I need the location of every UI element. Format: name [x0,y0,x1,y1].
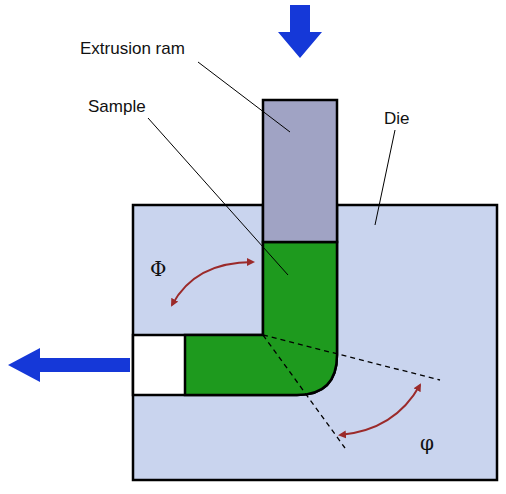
leader-line [148,118,288,275]
part-label: Sample [88,98,146,117]
angle-symbol: Φ [150,258,166,280]
part-label: Die [384,110,410,129]
part-label: Extrusion ram [80,40,185,59]
angle-arc [172,262,253,305]
leader-line [375,130,395,225]
dashed-line [263,335,345,448]
exit-arrow [8,348,130,382]
dashed-line [263,335,440,380]
leader-line [198,62,290,132]
die-body [133,205,497,480]
sample-billet [185,242,337,395]
press-arrow [278,5,322,58]
extrusion-ram [263,100,337,242]
angle-symbol: φ [420,432,434,454]
angle-arc [340,385,420,435]
